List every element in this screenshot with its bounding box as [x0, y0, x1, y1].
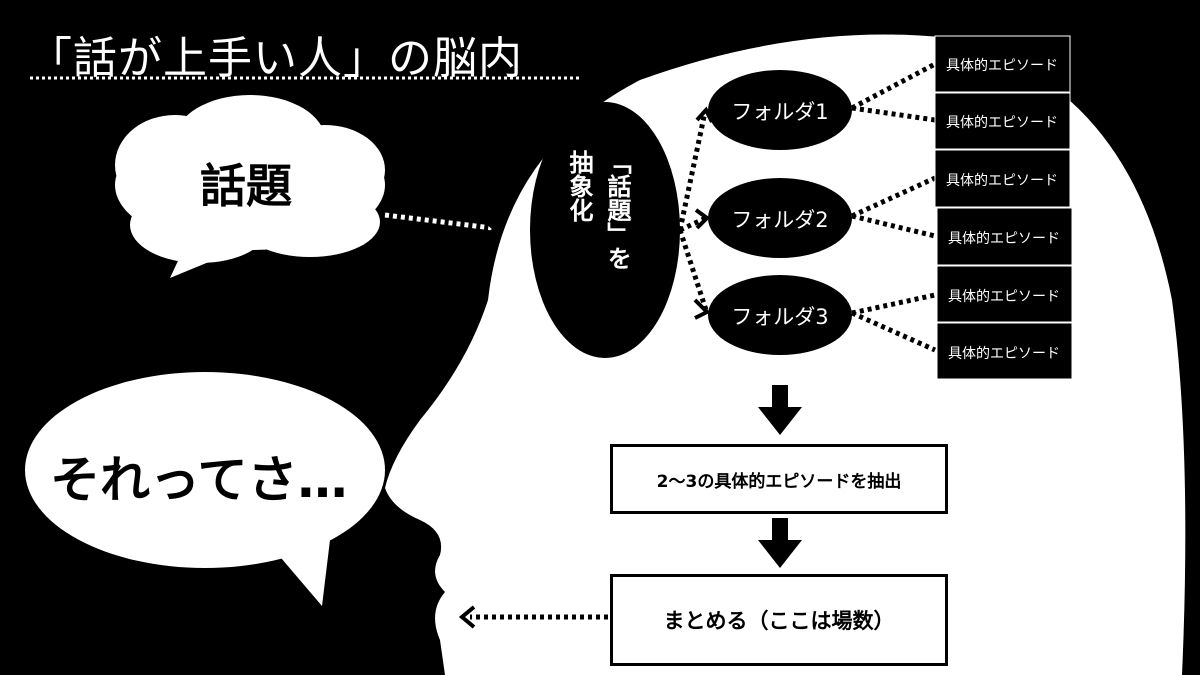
abstraction-ellipse	[530, 102, 680, 358]
abstraction-label: 「話題」を 抽象化	[565, 150, 631, 270]
folder-ellipse-2	[708, 178, 852, 258]
extract-step-label: 2〜3の具体的エピソードを抽出	[656, 471, 902, 492]
dotted-connectors	[470, 61, 937, 620]
folder-label: フォルダ2	[731, 208, 829, 232]
folder-label: フォルダ1	[731, 100, 829, 124]
folder-ellipse-3	[708, 275, 852, 355]
down-arrow-icon	[758, 385, 802, 435]
topic-label: 話題	[200, 159, 292, 213]
topic-arrow	[384, 212, 499, 242]
folder-label: フォルダ3	[731, 305, 829, 329]
episode-label: 具体的エピソード	[948, 346, 1060, 362]
folder-ellipse-1	[708, 70, 852, 150]
speech-label: それってさ…	[50, 451, 348, 509]
summarize-step-label: まとめる（ここは場数）	[663, 609, 895, 633]
episode-boxes	[934, 35, 1073, 380]
topic-cloud	[115, 95, 385, 278]
down-arrow-icon	[758, 518, 802, 568]
episode-label: 具体的エピソード	[946, 173, 1058, 189]
extract-step-box: 2〜3の具体的エピソードを抽出	[610, 444, 948, 514]
summarize-step-box: まとめる（ここは場数）	[610, 574, 948, 666]
episode-label: 具体的エピソード	[948, 289, 1060, 305]
arrowheads	[458, 106, 714, 629]
episode-label: 具体的エピソード	[946, 58, 1058, 74]
speech-bubble	[25, 372, 385, 606]
episode-label: 具体的エピソード	[946, 115, 1058, 131]
page-title: 「話が上手い人」の脳内	[28, 33, 523, 84]
episode-label: 具体的エピソード	[948, 231, 1060, 247]
